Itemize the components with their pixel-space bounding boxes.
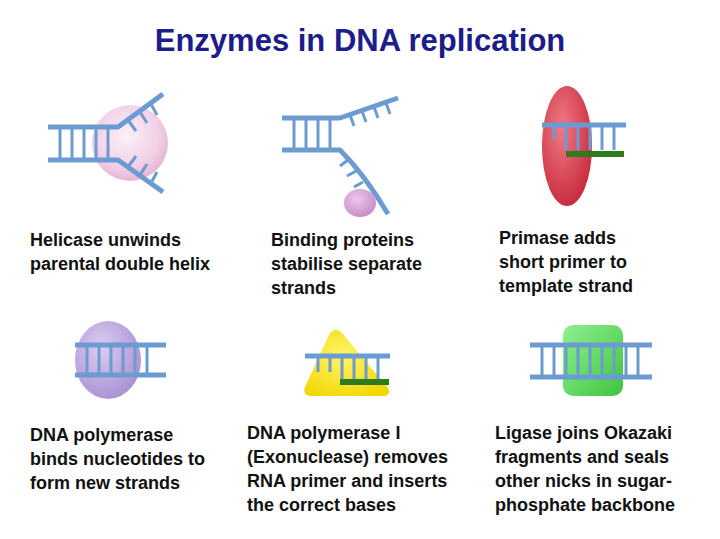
base-pairs <box>318 357 378 380</box>
base-pairs <box>542 345 638 377</box>
diagram-title: Enzymes in DNA replication <box>0 22 720 60</box>
base-pairs <box>294 118 330 150</box>
rna-primer <box>566 151 624 157</box>
polymerase-one-panel <box>304 330 390 397</box>
template-strand <box>542 123 626 128</box>
dna-strand <box>530 343 652 348</box>
primase-panel <box>542 86 626 206</box>
step-caption: Primase adds short primer to template st… <box>499 226 664 298</box>
exonuclease-enzyme <box>304 330 389 397</box>
polymerase-panel <box>75 321 166 399</box>
step-caption: Binding proteins stabilise separate stra… <box>271 228 441 300</box>
step-caption: DNA polymerase binds nucleotides to form… <box>30 423 220 495</box>
base-pairs <box>554 125 614 150</box>
ligase-panel <box>530 325 652 396</box>
base-pairs <box>87 345 147 375</box>
template-strand <box>305 354 390 359</box>
step-caption: Helicase unwinds parental double helix <box>30 228 230 276</box>
binding-protein-panel <box>282 98 398 217</box>
dna-strand <box>48 160 163 192</box>
dna-strand <box>282 98 398 118</box>
dna-strand <box>75 373 166 378</box>
dna-strand <box>48 94 163 127</box>
rna-primer <box>340 379 389 385</box>
binding-protein <box>344 189 376 217</box>
dna-strand <box>75 343 166 348</box>
dna-strand <box>530 375 652 380</box>
step-caption: Ligase joins Okazaki fragments and seals… <box>495 421 705 517</box>
helicase-panel <box>48 94 168 192</box>
step-caption: DNA polymerase I (Exonuclease) removes R… <box>247 421 472 517</box>
polymerase-enzyme <box>75 321 141 399</box>
base-pairs <box>60 127 108 160</box>
